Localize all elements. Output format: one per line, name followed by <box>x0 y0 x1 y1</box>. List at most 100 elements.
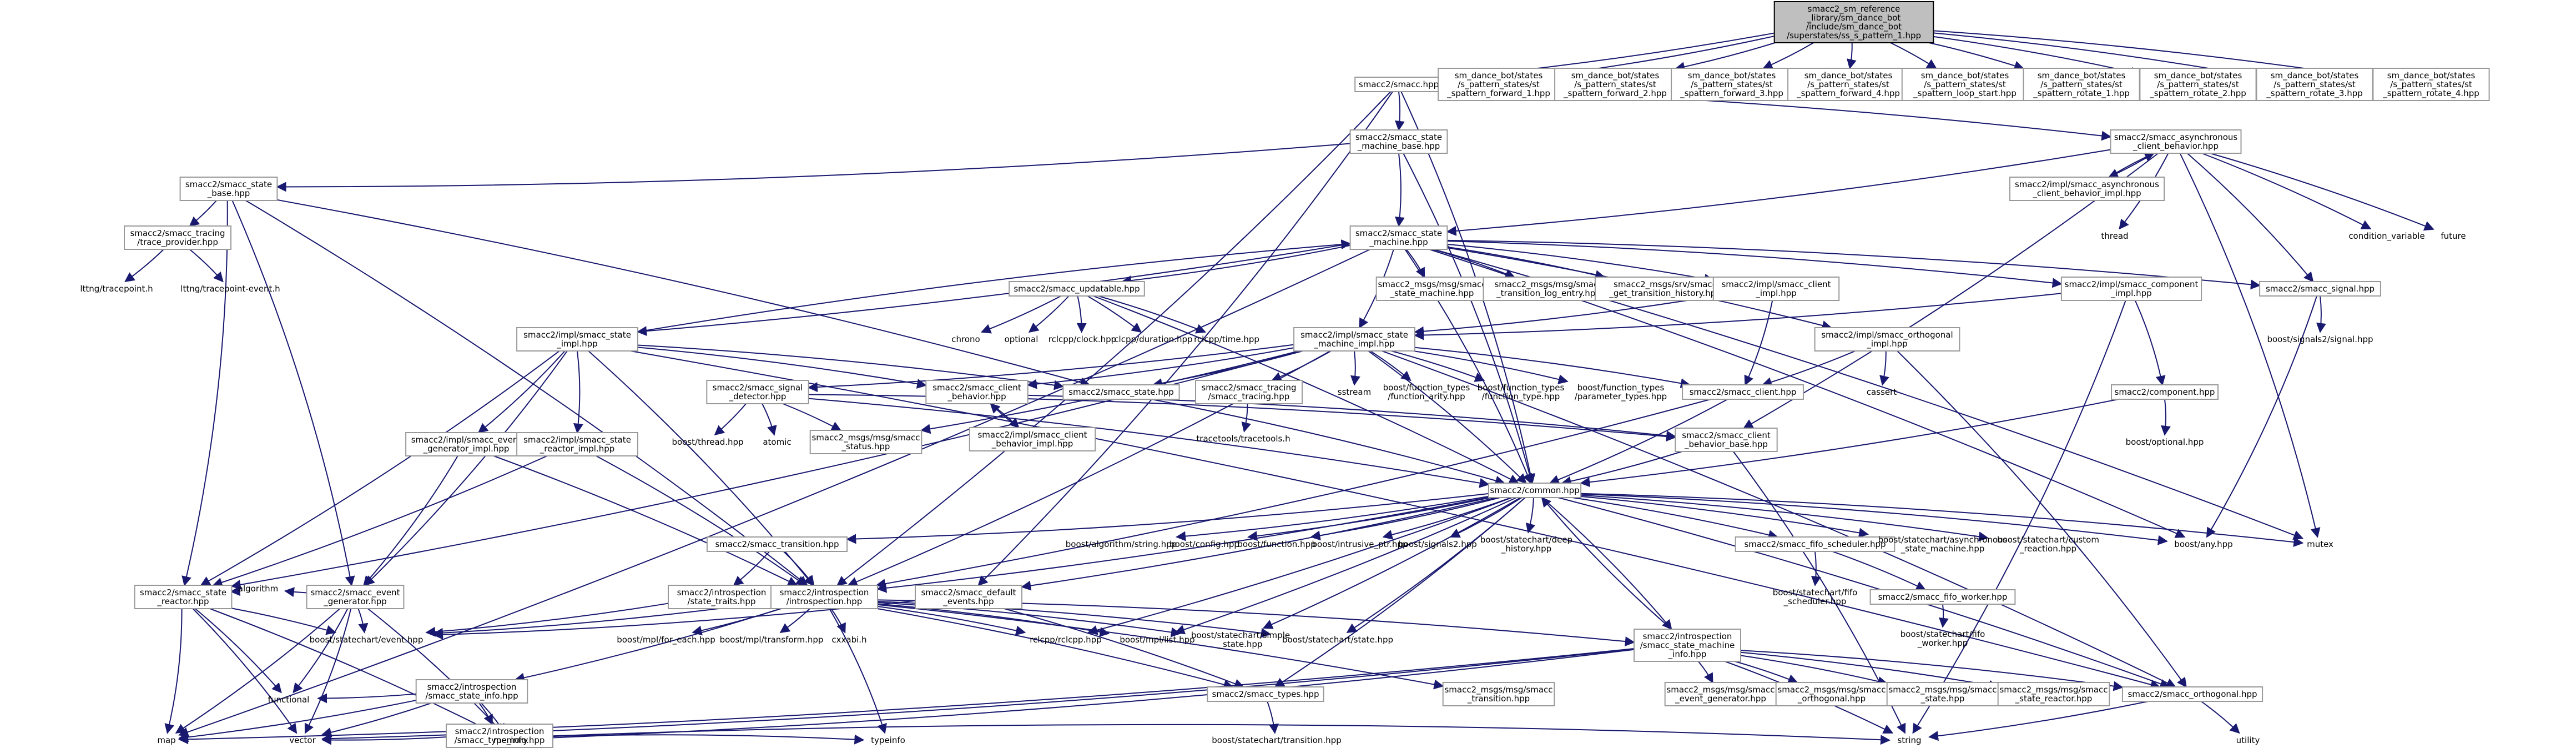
node-smacc2-impl-smacc-asynchronous-client-behavior-impl-hpp[interactable]: smacc2/impl/smacc_asynchronous_client_be… <box>2009 177 2165 201</box>
node-smacc2-smacc-state-base-hpp[interactable]: smacc2/smacc_state_base.hpp <box>179 177 278 201</box>
node-smacc2-impl-smacc-event-generator-impl-hpp[interactable]: smacc2/impl/smacc_event_generator_impl.h… <box>405 432 527 456</box>
node-label-line: _spattern_rotate_4.hpp <box>2382 88 2479 99</box>
node-smacc2-smacc-state-machine-hpp[interactable]: smacc2/smacc_state_machine.hpp <box>1349 225 1448 250</box>
node-smacc2-impl-smacc-state-impl-hpp[interactable]: smacc2/impl/smacc_state_impl.hpp <box>516 327 638 352</box>
node-smacc2-component-hpp[interactable]: smacc2/component.hpp <box>2111 384 2219 400</box>
node-smacc2-sm-reference-library-sm-dance-bot-include-sm-dance-bot-superstates-ss-s-pattern-1-hpp[interactable]: smacc2_sm_reference_library/sm_dance_bot… <box>1773 1 1934 43</box>
node-smacc2-smacc-updatable-hpp[interactable]: smacc2/smacc_updatable.hpp <box>1009 281 1145 297</box>
node-smacc2-msgs-msg-smacc-status-hpp[interactable]: smacc2_msgs/msg/smacc_status.hpp <box>809 430 922 454</box>
node-smacc2-msgs-msg-smacc-event-generator-hpp[interactable]: smacc2_msgs/msg/smacc_event_generator.hp… <box>1664 682 1777 706</box>
node-smacc2-smacc-types-hpp[interactable]: smacc2/smacc_types.hpp <box>1207 686 1324 702</box>
node-smacc2-msgs-msg-smacc-state-hpp[interactable]: smacc2_msgs/msg/smacc_state.hpp <box>1886 682 1999 706</box>
edge-smacc-to-defev <box>977 91 1393 586</box>
node-smacc2-smacc-transition-hpp[interactable]: smacc2/smacc_transition.hpp <box>706 536 848 552</box>
node-smacc2-smacc-tracing-trace-provider-hpp[interactable]: smacc2/smacc_tracing/trace_provider.hpp <box>124 225 231 250</box>
node-box <box>1773 1 1934 43</box>
node-smacc2-smacc-client-hpp[interactable]: smacc2/smacc_client.hpp <box>1682 384 1804 400</box>
edge-intro-to-msgtrans <box>877 604 1444 690</box>
node-smacc2-smacc-client-behavior-hpp[interactable]: smacc2/smacc_client_behavior.hpp <box>925 380 1029 404</box>
node-smacc2-impl-smacc-state-machine-impl-hpp[interactable]: smacc2/impl/smacc_state_machine_impl.hpp <box>1293 327 1415 352</box>
node-smacc2-impl-smacc-state-reactor-impl-hpp[interactable]: smacc2/impl/smacc_state_reactor_impl.hpp <box>516 432 638 456</box>
node-box <box>1594 277 1736 301</box>
node-cxxabi-h: cxxabi.h <box>831 635 866 645</box>
node-sm-dance-bot-states-s-pattern-states-st-spattern-rotate-1-hpp[interactable]: sm_dance_bot/states/s_pattern_states/st_… <box>2023 68 2140 101</box>
edge-intstrans-to-bevent <box>425 603 669 637</box>
edge-smimpl-to-cb <box>1026 347 1294 389</box>
node-smacc2-smacc-signal-hpp[interactable]: smacc2/smacc_signal.hpp <box>2259 281 2381 297</box>
node-smacc2-msgs-msg-smacc-state-machine-hpp[interactable]: smacc2_msgs/msg/smacc_state_machine.hpp <box>1375 277 1489 301</box>
node-smacc2-smacc-asynchronous-client-behavior-hpp[interactable]: smacc2/smacc_asynchronous_client_behavio… <box>2110 129 2242 154</box>
node-label-line: boost/intrusive_ptr.hpp <box>1312 539 1408 550</box>
node-label-line: tracetools/tracetools.h <box>1196 434 1290 444</box>
node-label-line: boost/signals2/signal.hpp <box>2267 334 2373 344</box>
node-label-line: _generator.hpp <box>323 596 387 607</box>
edge-tracing-to-tpe <box>189 249 224 283</box>
node-box <box>415 679 528 704</box>
edge-sigdet-to-bthread <box>714 403 747 436</box>
edge-orth-to-utility <box>2201 701 2240 734</box>
node-box <box>969 427 1096 451</box>
node-boost-mpl-for-each-hpp: boost/mpl/for_each.hpp <box>617 635 715 645</box>
node-box <box>2060 277 2202 301</box>
node-label-line: _reactor_impl.hpp <box>540 444 615 454</box>
node-box <box>1293 327 1415 352</box>
node-future: future <box>2441 231 2466 241</box>
node-label-line: smacc2/smacc_tracing <box>130 228 225 239</box>
node-smacc2-msgs-msg-smacc-state-reactor-hpp[interactable]: smacc2_msgs/msg/smacc_state_reactor.hpp <box>1997 682 2110 706</box>
node-smacc2-msgs-msg-smacc-transition-hpp[interactable]: smacc2_msgs/msg/smacc_transition.hpp <box>1442 682 1555 706</box>
node-sm-dance-bot-states-s-pattern-states-st-spattern-rotate-2-hpp[interactable]: sm_dance_bot/states/s_pattern_states/st_… <box>2139 68 2257 101</box>
node-smacc2-smacc-default-events-hpp[interactable]: smacc2/smacc_default_events.hpp <box>915 585 1022 609</box>
edge-tracing-to-tp <box>124 249 164 283</box>
edge-trans-to-intro <box>783 551 815 586</box>
node-map: map <box>157 735 175 745</box>
node-smacc2-introspection-smacc-type-info-hpp[interactable]: smacc2/introspection/smacc_type_info.hpp <box>446 724 553 748</box>
node-label-line: sm_dance_bot/states <box>2038 71 2126 81</box>
edge-component-to-common <box>1580 399 2119 488</box>
node-smacc2-msgs-msg-smacc-orthogonal-hpp[interactable]: smacc2_msgs/msg/smacc_orthogonal.hpp <box>1775 682 1888 706</box>
node-smacc2-smacc-client-behavior-base-hpp[interactable]: smacc2/smacc_client_behavior_base.hpp <box>1675 428 1778 452</box>
node-smacc2-introspection-state-traits-hpp[interactable]: smacc2/introspection/state_traits.hpp <box>668 585 775 609</box>
edge-sreactor-to-bevent <box>231 608 337 635</box>
node-smacc2-smacc-fifo-worker-hpp[interactable]: smacc2/smacc_fifo_worker.hpp <box>1869 589 2016 605</box>
node-smacc2-smacc-tracing-smacc-tracing-hpp[interactable]: smacc2/smacc_tracing/smacc_tracing.hpp <box>1195 380 1303 404</box>
node-label-line: /s_pattern_states/st <box>1691 79 1773 90</box>
node-smacc2-introspection-introspection-hpp[interactable]: smacc2/introspection/introspection.hpp <box>770 585 878 609</box>
edge-smi-to-msgevgen <box>1697 661 1713 684</box>
node-label-line: boost/statechart/custom <box>1997 535 2099 545</box>
node-box <box>1869 589 2016 605</box>
node-label-line: /include/sm_dance_bot <box>1806 22 1902 32</box>
node-sm-dance-bot-states-s-pattern-states-st-spattern-forward-2-hpp[interactable]: sm_dance_bot/states/s_pattern_states/st_… <box>1554 68 1676 101</box>
node-label-line: boost/statechart/simple <box>1191 630 1290 640</box>
node-boost-statechart-custom-reaction-hpp: boost/statechart/custom_reaction.hpp <box>1997 535 2099 554</box>
node-smacc2-smacc-orthogonal-hpp[interactable]: smacc2/smacc_orthogonal.hpp <box>2121 686 2264 702</box>
node-label-line: mutex <box>2307 539 2333 549</box>
edge-cbbase-to-common <box>1561 451 1682 486</box>
node-sm-dance-bot-states-s-pattern-states-st-spattern-loop-start-hpp[interactable]: sm_dance_bot/states/s_pattern_states/st_… <box>1901 68 2029 101</box>
node-label-line: smacc2_msgs/msg/smacc <box>1444 685 1552 695</box>
node-label-line: /function_type.hpp <box>1482 391 1560 402</box>
node-smacc2-common-hpp[interactable]: smacc2/common.hpp <box>1488 483 1582 498</box>
node-smacc2-smacc-state-reactor-hpp[interactable]: smacc2/smacc_state_reactor.hpp <box>134 585 233 609</box>
node-smacc2-smacc-signal-detector-hpp[interactable]: smacc2/smacc_signal_detector.hpp <box>706 380 809 404</box>
node-smacc2-msgs-msg-smacc-transition-log-entry-hpp[interactable]: smacc2_msgs/msg/smacc_transition_log_ent… <box>1483 277 1615 301</box>
node-sm-dance-bot-states-s-pattern-states-st-spattern-forward-3-hpp[interactable]: sm_dance_bot/states/s_pattern_states/st_… <box>1671 68 1793 101</box>
node-smacc2-smacc-event-generator-hpp[interactable]: smacc2/smacc_event_generator.hpp <box>306 585 405 609</box>
node-sm-dance-bot-states-s-pattern-states-st-spattern-forward-4-hpp[interactable]: sm_dance_bot/states/s_pattern_states/st_… <box>1787 68 1909 101</box>
node-smacc2-introspection-smacc-state-machine-info-hpp[interactable]: smacc2/introspection/smacc_state_machine… <box>1634 629 1741 662</box>
node-smacc2-impl-smacc-component-impl-hpp[interactable]: smacc2/impl/smacc_component_impl.hpp <box>2060 277 2202 301</box>
node-sm-dance-bot-states-s-pattern-states-st-spattern-rotate-4-hpp[interactable]: sm_dance_bot/states/s_pattern_states/st_… <box>2372 68 2490 101</box>
node-smacc2-smacc-fifo-scheduler-hpp[interactable]: smacc2/smacc_fifo_scheduler.hpp <box>1735 536 1896 552</box>
node-sm-dance-bot-states-s-pattern-states-st-spattern-rotate-3-hpp[interactable]: sm_dance_bot/states/s_pattern_states/st_… <box>2256 68 2373 101</box>
node-smacc2-impl-smacc-client-impl-hpp[interactable]: smacc2/impl/smacc_client_impl.hpp <box>1712 277 1840 301</box>
node-sm-dance-bot-states-s-pattern-states-st-spattern-forward-1-hpp[interactable]: sm_dance_bot/states/s_pattern_states/st_… <box>1438 68 1560 101</box>
edge-smbase-to-statebase <box>276 143 1350 192</box>
node-smacc2-smacc-hpp[interactable]: smacc2/smacc.hpp <box>1354 77 1443 92</box>
node-smacc2-impl-smacc-orthogonal-impl-hpp[interactable]: smacc2/impl/smacc_orthogonal_impl.hpp <box>1814 327 1960 352</box>
node-smacc2-smacc-state-machine-base-hpp[interactable]: smacc2/smacc_state_machine_base.hpp <box>1349 129 1448 154</box>
edge-smacc-to-intro <box>836 91 1392 586</box>
node-smacc2-introspection-smacc-state-info-hpp[interactable]: smacc2/introspection/smacc_state_info.hp… <box>415 679 528 704</box>
edge-statebase-to-evgen <box>231 200 355 586</box>
node-smacc2-impl-smacc-client-behavior-impl-hpp[interactable]: smacc2/impl/smacc_client_behavior_impl.h… <box>969 427 1096 451</box>
node-smacc2-smacc-state-hpp[interactable]: smacc2/smacc_state.hpp <box>1062 384 1180 400</box>
node-smacc2-msgs-srv-smacc-get-transition-history-hpp[interactable]: smacc2_msgs/srv/smacc_get_transition_his… <box>1594 277 1736 301</box>
